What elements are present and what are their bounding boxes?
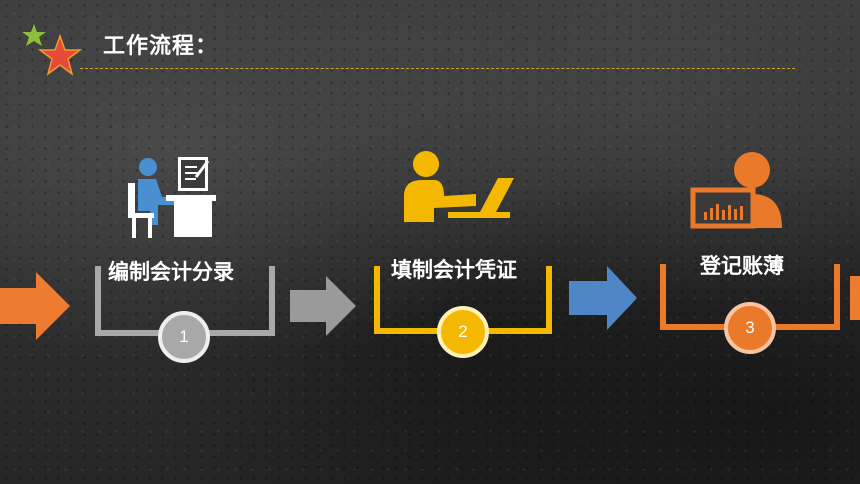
step-1-label: 编制会计分录 (108, 260, 234, 284)
person-at-desk-icon (128, 157, 216, 238)
arrow-right-icon (290, 276, 356, 336)
page-title: 工作流程： (103, 34, 219, 59)
arrow-right-icon (569, 266, 637, 330)
user-monitor-chart-icon (690, 152, 782, 229)
title-divider (80, 68, 795, 69)
step-3-number: 3 (724, 302, 776, 354)
arrow-right-icon (850, 276, 860, 320)
star-decoration-icon (22, 24, 82, 76)
step-2-label: 填制会计凭证 (391, 258, 517, 282)
step-1-number: 1 (158, 311, 210, 363)
step-2-number: 2 (437, 306, 489, 358)
person-laptop-icon (404, 151, 514, 222)
step-3-label: 登记账薄 (700, 254, 784, 278)
arrow-right-icon (0, 272, 70, 340)
